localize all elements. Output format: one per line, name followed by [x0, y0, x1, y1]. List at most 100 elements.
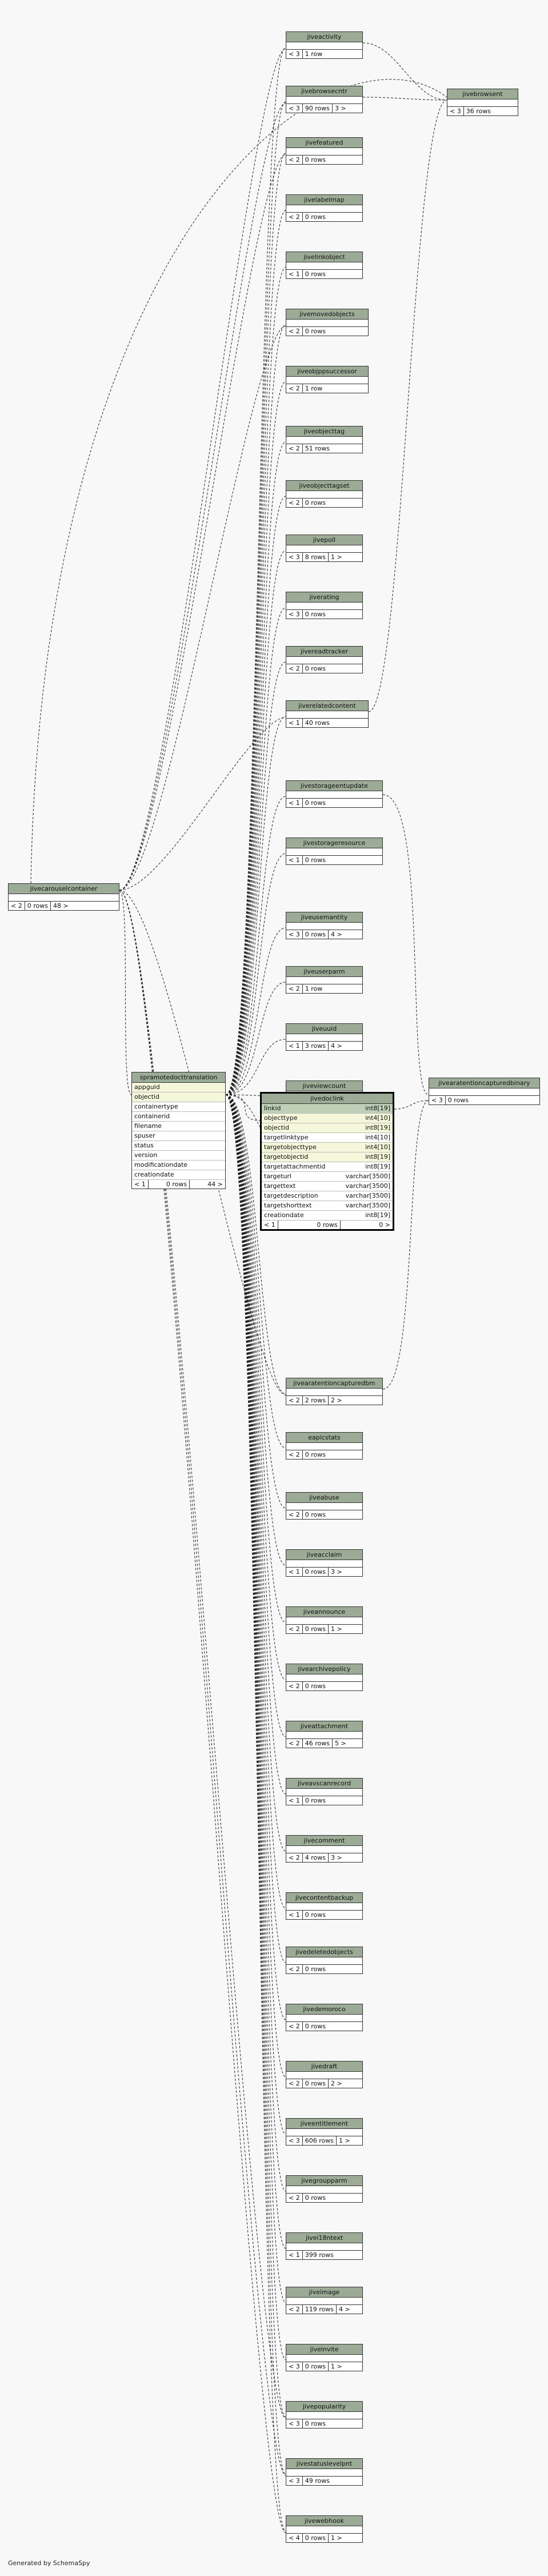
- table-name: jivedraft: [286, 2061, 362, 2072]
- parent-count: < 3: [286, 553, 303, 561]
- parent-count: < 3: [286, 930, 303, 939]
- parent-count: < 2: [286, 664, 303, 673]
- relationship-line: [225, 1094, 286, 1449]
- relationship-line: [225, 1094, 286, 2249]
- column-row: spuser: [132, 1131, 225, 1141]
- relationship-line: [225, 1094, 286, 1909]
- table-name: jiveactivity: [286, 32, 362, 42]
- relationship-line: [225, 1094, 286, 2475]
- table-name: jiveinvite: [286, 2344, 362, 2355]
- column-row: appguid: [132, 1083, 225, 1092]
- relationship-line: [362, 42, 447, 101]
- table-name: jiveobjecttag: [286, 426, 362, 437]
- column-area: [447, 99, 518, 107]
- row-count: 0 rows: [305, 611, 326, 618]
- column-area: [286, 148, 362, 155]
- row-count: 0 rows: [303, 2362, 329, 2371]
- parent-count: < 3: [447, 107, 464, 115]
- column-name: targetlinktype: [264, 1134, 309, 1141]
- table-name: jivedemoroco: [286, 2004, 362, 2015]
- column-area: [286, 1957, 362, 1965]
- column-area: [286, 2469, 362, 2477]
- table-name: jiveacclaim: [286, 1550, 362, 1560]
- column-row: filename: [132, 1122, 225, 1131]
- column-row: creationdate: [132, 1170, 225, 1180]
- column-area: [286, 2129, 362, 2136]
- relationship-line: [225, 607, 286, 1095]
- parent-count: < 1: [286, 1911, 303, 1919]
- column-type: int4[10]: [365, 1143, 390, 1151]
- relationship-line: [362, 97, 447, 101]
- column-area: [9, 894, 119, 902]
- parent-count: < 3: [286, 2419, 303, 2428]
- parent-count: < 3: [286, 2362, 303, 2371]
- relationship-line: [119, 102, 286, 891]
- relationship-line: [30, 79, 447, 884]
- child-count: 4 >: [330, 931, 342, 938]
- table-name: jivestorageresource: [286, 838, 382, 848]
- column-area: [286, 205, 362, 213]
- parent-count: < 2: [286, 1682, 303, 1690]
- row-count: 0 rows: [305, 1682, 326, 1690]
- row-count: 0 rows: [314, 1221, 341, 1229]
- parent-count: < 2: [286, 1450, 303, 1459]
- parent-count: < 2: [286, 1853, 303, 1862]
- parent-count: < 3: [286, 610, 303, 619]
